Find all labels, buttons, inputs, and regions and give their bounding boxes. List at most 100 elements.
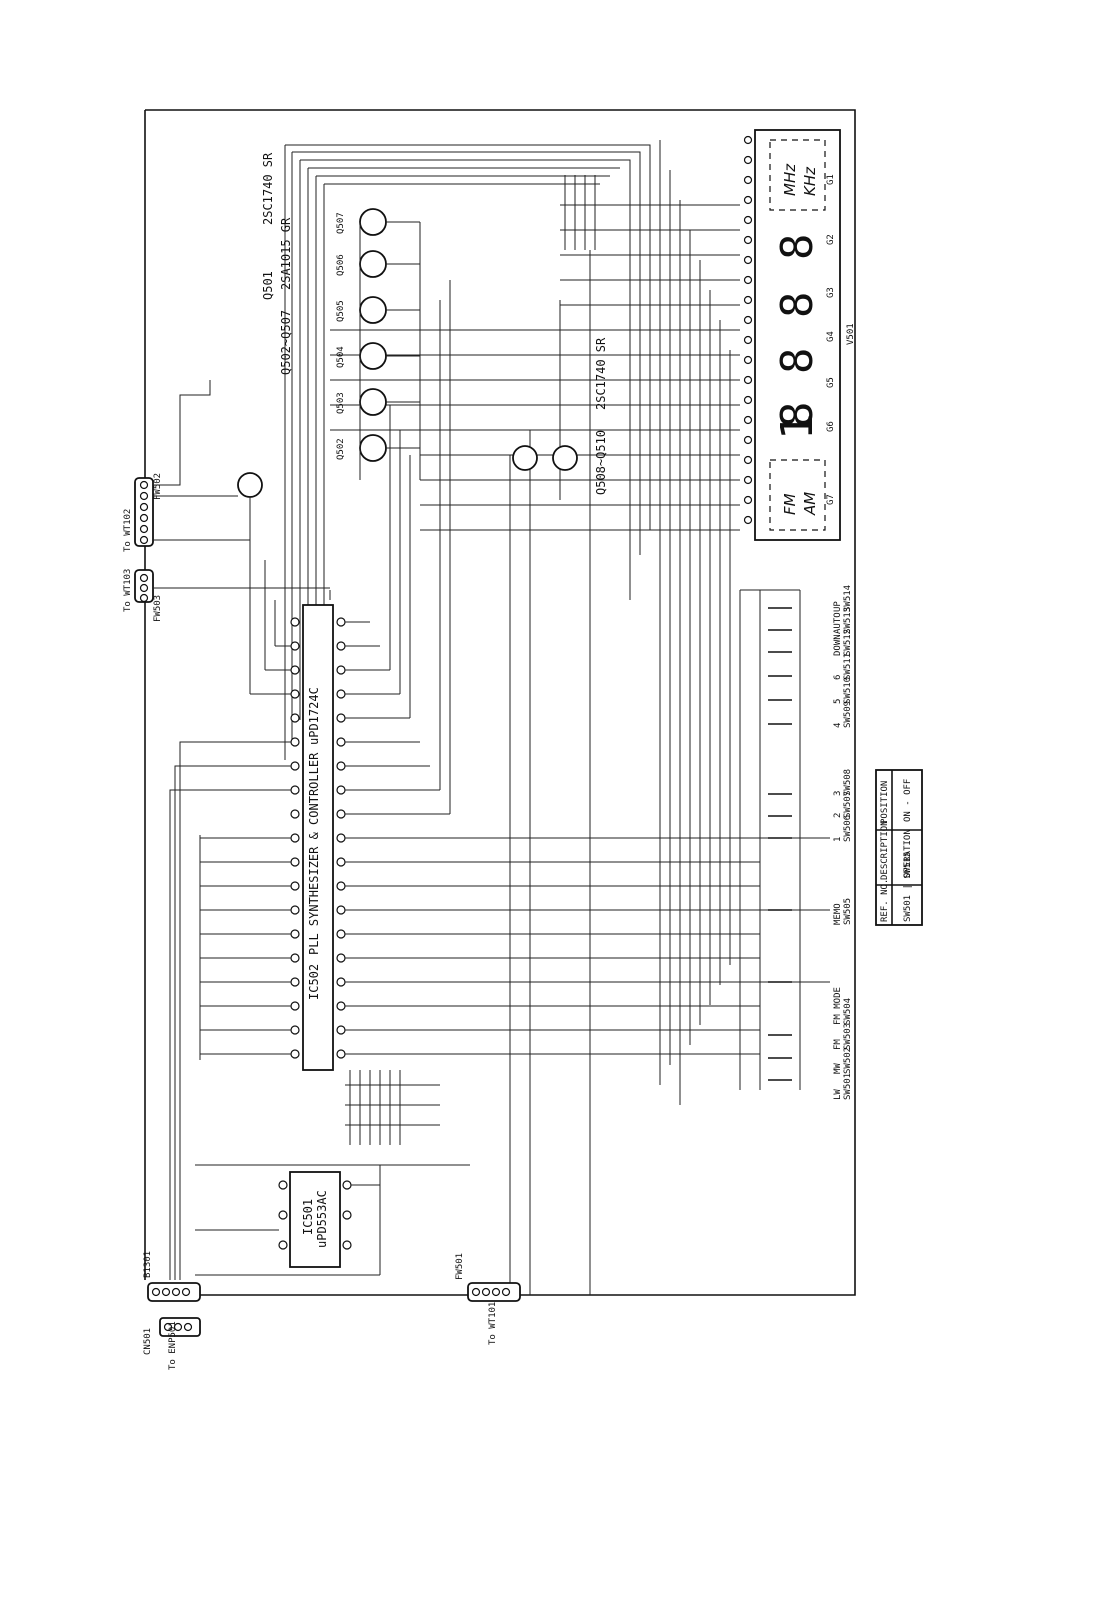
switch-ref: SW513: [843, 607, 853, 634]
ic501-chip: IC501 uPD553AC: [195, 1165, 381, 1276]
switch-label: FM: [833, 1039, 843, 1050]
connector-fw503: To WT103 FW503: [123, 569, 163, 622]
transistor-q507: [359, 208, 387, 236]
q508-q510-part: 2SC1740 SR: [594, 337, 608, 410]
connector-fw501: FW501 To WT101: [455, 1253, 521, 1345]
legend-row-description: OPERATION: [903, 829, 913, 878]
display-pins: [743, 135, 753, 525]
display-bus-wires: [284, 140, 740, 1295]
switch-ref: SW509: [843, 701, 853, 728]
switch-ref: SW504: [843, 998, 853, 1025]
ic502-name: PLL SYNTHESIZER & CONTROLLER: [307, 752, 321, 955]
to-wt103-label: To WT103: [123, 569, 133, 612]
switch-label: MEMO: [833, 903, 843, 925]
display-digit: 8: [772, 348, 823, 375]
transistor-ref-label: Q502: [336, 438, 346, 460]
transistor-ref-label: Q505: [336, 300, 346, 322]
switch-ref: SW506: [843, 815, 853, 842]
ic502-pll-controller: IC502 PLL SYNTHESIZER & CONTROLLER uPD17…: [290, 604, 346, 1071]
switch-label: 3: [833, 791, 843, 796]
cn501-label: CN501: [143, 1328, 153, 1355]
switch-ref: SW501: [843, 1073, 853, 1100]
transistor-q503: [359, 388, 387, 416]
switch-label: 2: [833, 813, 843, 818]
switch-matrix: [739, 589, 801, 1090]
transistor-q508: [512, 445, 538, 471]
transistor-ref-label: Q503: [336, 392, 346, 414]
display-unit-mhz: MHz: [781, 163, 799, 196]
display-unit-khz: KHz: [801, 166, 819, 196]
switch-label: 6: [833, 675, 843, 680]
switch-ref: SW508: [843, 769, 853, 796]
b1301-label: B1301: [143, 1251, 153, 1278]
to-enp-label: To ENP501: [168, 1321, 178, 1370]
transistor-q502: [359, 434, 387, 462]
switch-ref: SW505: [843, 898, 853, 925]
ic502-part: uPD1724C: [307, 687, 321, 745]
transistor-q501: [237, 472, 263, 498]
switch-label: 1: [833, 837, 843, 842]
connector-fw502: FW502 To WT102: [123, 473, 163, 552]
transistor-part-labels: Q501 2SC1740 SR Q502~Q507 2SA1015 GR Q50…: [261, 152, 608, 495]
legend-header-position: POSITION: [880, 781, 890, 824]
switch-ref: SW502: [843, 1047, 853, 1074]
ic502-pins-right: [336, 617, 346, 1059]
transistor-q506: [359, 250, 387, 278]
transistor-array: Q502 Q503 Q504 Q505 Q506 Q507: [237, 208, 578, 498]
ic502-pins-left: [290, 617, 300, 1059]
grid-label: G5: [826, 377, 836, 388]
switch-label: AUTO: [833, 612, 843, 634]
switch-label: 5: [833, 699, 843, 704]
connector-b1301: B1301 CN501 To ENP501: [143, 1251, 201, 1370]
display-v501: MHz KHz 8 8 8 8 1 FM AM G1 G2 G3 G4 G5 G…: [743, 129, 856, 541]
outer-frame: [144, 109, 856, 1296]
switch-ref: SW512: [843, 629, 853, 656]
switch-label: FM MODE: [833, 987, 843, 1025]
display-digit: 8: [772, 292, 823, 319]
legend-row-position: ON - OFF: [903, 779, 913, 822]
switch-ref: SW503: [843, 1023, 853, 1050]
display-digit: 8: [772, 402, 823, 429]
switch-ref: SW514: [843, 585, 853, 612]
fw502-label: FW502: [153, 473, 163, 500]
to-wt102-label: To WT102: [123, 509, 133, 552]
display-band-fm: FM: [781, 493, 799, 515]
q508-q510-label: Q508~Q510: [594, 430, 608, 495]
switch-labels: LW SW501 MW SW502 FM SW503 FM MODE SW504…: [833, 585, 853, 1100]
lower-rc-network: [345, 1070, 440, 1145]
ic502-switch-bus: [345, 280, 830, 1055]
display-band-am: AM: [801, 492, 819, 516]
switch-label: LW: [833, 1089, 843, 1100]
ic501-part: uPD553AC: [315, 1190, 329, 1248]
switch-label: MW: [833, 1063, 843, 1074]
transistor-q510: [552, 445, 578, 471]
transistor-ref-label: Q507: [336, 212, 346, 234]
fw503-label: FW503: [153, 595, 163, 622]
transistor-ref-label: Q506: [336, 254, 346, 276]
legend-header-ref: REF. NO.: [880, 879, 890, 922]
ic501-ref: IC501: [301, 1199, 315, 1235]
q501-part: 2SC1740 SR: [261, 152, 275, 225]
switch-label: DOWN: [833, 634, 843, 656]
grid-label: G4: [826, 331, 836, 342]
q502-q507-label: Q502~Q507: [279, 310, 293, 375]
grid-label: G1: [826, 174, 836, 185]
switch-ref: SW510: [843, 677, 853, 704]
legend-row-ref: SW501 | SW515: [903, 852, 913, 922]
transistor-ref-label: Q504: [336, 346, 346, 368]
grid-label: G7: [826, 494, 836, 505]
switch-label: UP: [833, 601, 843, 612]
display-digit: 8: [772, 234, 823, 261]
fw501-label: FW501: [455, 1253, 465, 1280]
display-ref: V501: [846, 323, 856, 345]
grid-label: G6: [826, 421, 836, 432]
switch-label: 4: [833, 723, 843, 728]
q501-label: Q501: [261, 271, 275, 300]
q501-wires: [153, 380, 331, 600]
q502-q507-part: 2SA1015 GR: [279, 217, 293, 290]
ic502-left-wires: [169, 560, 470, 1280]
transistor-q504: [359, 342, 387, 370]
switch-ref: SW511: [843, 653, 853, 680]
switch-contacts: [768, 607, 792, 1081]
